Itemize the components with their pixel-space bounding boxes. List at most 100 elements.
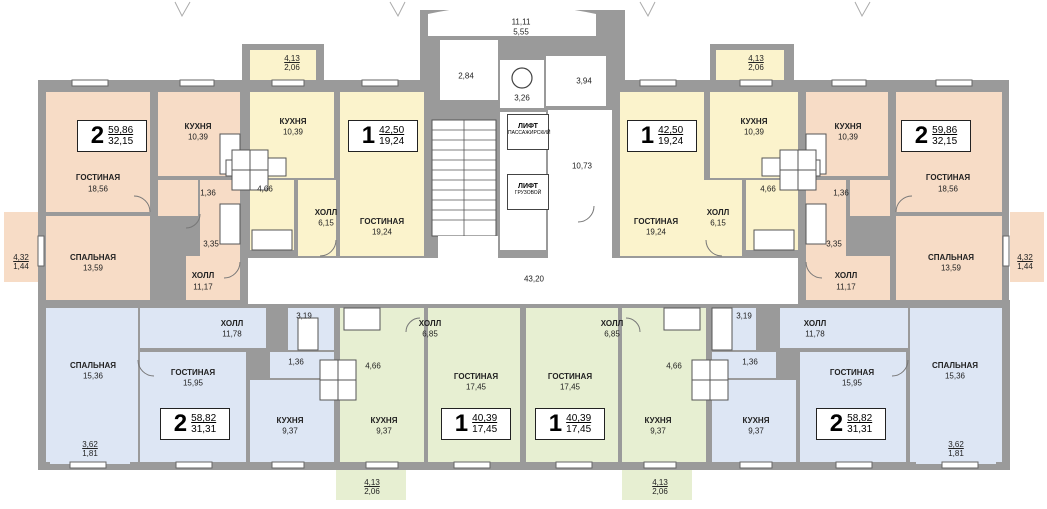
bedroom-label: СПАЛЬНАЯ [927, 253, 975, 262]
hall-label: ХОЛЛ [803, 319, 827, 328]
lift-passenger: ЛИФТ ПАССАЖИРСКИЙ [507, 114, 550, 150]
wc-area: 3,35 [826, 239, 842, 249]
lobby-area: 10,73 [571, 161, 593, 171]
corridor [248, 258, 798, 304]
living-room-label: ГОСТИНАЯ [453, 372, 499, 381]
living-area: 17,45 [566, 424, 592, 435]
bedroom-area: 15,36 [82, 371, 104, 381]
hall-area: 11,78 [805, 329, 825, 339]
living-room-label: ГОСТИНАЯ [359, 217, 405, 226]
stair-room-a: 2,84 [458, 71, 474, 81]
lift-freight-sub: ГРУЗОВОЙ [514, 190, 542, 196]
living-room-area: 17,45 [559, 382, 581, 392]
rooms-count: 1 [640, 122, 655, 149]
kitchen-area: 10,39 [187, 132, 209, 142]
hall-label: ХОЛЛ [220, 319, 244, 328]
living-room-area: 18,56 [937, 184, 959, 194]
kitchen-label: КУХНЯ [742, 416, 770, 425]
living-area: 31,31 [847, 424, 873, 435]
wc-area: 3,35 [203, 239, 219, 249]
hall-area: 11,17 [836, 282, 856, 292]
kitchen-label: КУХНЯ [279, 117, 307, 126]
kitchen-area: 9,37 [650, 426, 666, 436]
rooms-count: 1 [548, 410, 563, 437]
hall-area: 11,78 [222, 329, 242, 339]
rooms-count: 2 [90, 122, 105, 149]
stair-top-area2: 5,55 [513, 27, 529, 37]
hall-area: 6,85 [604, 329, 620, 339]
total-area: 40,39 [566, 413, 592, 424]
living-area: 32,15 [932, 136, 958, 147]
rooms-count: 1 [454, 410, 469, 437]
hall-area: 6,15 [318, 218, 334, 228]
hall-label: ХОЛЛ [834, 271, 858, 280]
kitchen-area: 9,37 [282, 426, 298, 436]
living-room-area: 15,95 [182, 378, 204, 388]
bath-area: 4,66 [257, 184, 273, 194]
living-room-area: 18,56 [87, 184, 109, 194]
hall-area: 11,17 [193, 282, 213, 292]
kitchen-label: КУХНЯ [644, 416, 672, 425]
rooms-count: 2 [829, 410, 844, 437]
bath-area: 3,19 [296, 311, 312, 321]
hall-area: 6,15 [710, 218, 726, 228]
living-room-area: 17,45 [465, 382, 487, 392]
stair-room-c: 3,94 [576, 76, 592, 86]
stair-top-area: 11,11 [511, 17, 531, 27]
hall-label: ХОЛЛ [706, 208, 730, 217]
kitchen-label: КУХНЯ [740, 117, 768, 126]
hall-label: ХОЛЛ [600, 319, 624, 328]
kitchen-area: 10,39 [837, 132, 859, 142]
hall-label: ХОЛЛ [314, 208, 338, 217]
lift-freight: ЛИФТ ГРУЗОВОЙ [507, 174, 549, 210]
bedroom-label: СПАЛЬНАЯ [69, 361, 117, 370]
top-marks [174, 1, 871, 18]
total-area: 58,82 [847, 413, 873, 424]
fixtures [219, 133, 827, 401]
living-room-label: ГОСТИНАЯ [547, 372, 593, 381]
living-room-label: ГОСТИНАЯ [633, 217, 679, 226]
kitchen-label: КУХНЯ [184, 122, 212, 131]
bath-area: 1,36 [833, 188, 849, 198]
kitchen-label: КУХНЯ [276, 416, 304, 425]
rooms-count: 2 [914, 122, 929, 149]
bedroom-area: 15,36 [944, 371, 966, 381]
door-swings [133, 195, 913, 377]
stair-room-b: 3,26 [514, 93, 530, 103]
rooms-count: 2 [173, 410, 188, 437]
bedroom-label: СПАЛЬНАЯ [931, 361, 979, 370]
rooms-count: 1 [361, 122, 376, 149]
kitchen-area: 9,37 [748, 426, 764, 436]
windows [37, 79, 1010, 469]
living-area: 17,45 [472, 424, 498, 435]
living-area: 32,15 [108, 136, 134, 147]
apt-bottom-left-2-fill [46, 308, 334, 464]
hall-label: ХОЛЛ [191, 271, 215, 280]
living-area: 19,24 [379, 136, 405, 147]
living-room-label: ГОСТИНАЯ [170, 368, 216, 377]
total-area: 40,39 [472, 413, 498, 424]
bath-area: 4,66 [666, 361, 682, 371]
kitchen-label: КУХНЯ [370, 416, 398, 425]
living-room-label: ГОСТИНАЯ [829, 368, 875, 377]
kitchen-label: КУХНЯ [834, 122, 862, 131]
bedroom-label: СПАЛЬНАЯ [69, 253, 117, 262]
kitchen-area: 10,39 [743, 127, 765, 137]
bath-area: 1,36 [200, 188, 216, 198]
living-room-area: 15,95 [841, 378, 863, 388]
stair-core [428, 5, 612, 258]
